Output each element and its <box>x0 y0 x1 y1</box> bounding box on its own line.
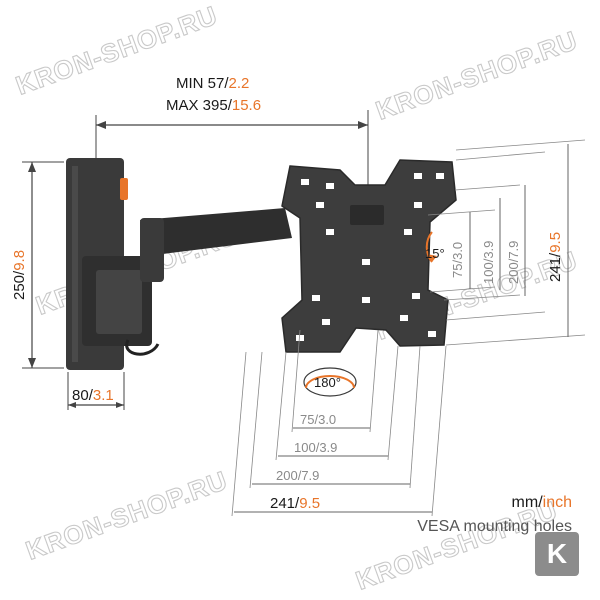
unit-mm: mm/ <box>511 494 543 511</box>
vesa-v-241: 241/9.5 <box>547 232 564 282</box>
vesa-hole <box>362 259 370 265</box>
vesa-hole <box>436 173 444 179</box>
swivel-indicator: 180° <box>303 367 357 397</box>
vesa-v-100: 100/3.9 <box>481 241 496 284</box>
vesa-caption: VESA mounting holes <box>417 518 572 535</box>
vesa-hole <box>316 202 324 208</box>
vesa-v-75: 75/3.0 <box>450 242 465 278</box>
vesa-h-100: 100/3.9 <box>294 440 337 455</box>
vesa-hole <box>428 331 436 337</box>
unit-inch: inch <box>542 494 572 511</box>
vesa-vertical-dimensions: 75/3.0 100/3.9 200/7.9 241/9.5 <box>427 139 586 346</box>
unit-legend: mm/inch <box>512 494 572 512</box>
vesa-hole <box>326 183 334 189</box>
vesa-hole <box>312 295 320 301</box>
vesa-holes <box>296 173 444 341</box>
vesa-hole <box>362 297 370 303</box>
vesa-h-241: 241/9.5 <box>270 495 320 512</box>
width-dimension: 80/3.1 <box>67 372 125 410</box>
vesa-hole <box>322 319 330 325</box>
vesa-hole <box>412 293 420 299</box>
vesa-hole <box>326 229 334 235</box>
swivel-arm <box>82 208 292 356</box>
height-dimension: 250/9.8 <box>11 161 64 369</box>
vesa-h-200: 200/7.9 <box>276 468 319 483</box>
vesa-hole <box>414 173 422 179</box>
shop-badge: K <box>535 532 579 576</box>
tilt-indicator: 15° <box>425 231 445 263</box>
watermark-text: KRON-SHOP.RU <box>22 465 232 566</box>
swivel-label: 180° <box>314 375 341 390</box>
watermark-text: KRON-SHOP.RU <box>372 25 582 126</box>
vesa-hole <box>301 179 309 185</box>
vesa-hole <box>296 335 304 341</box>
vesa-hole <box>404 229 412 235</box>
tilt-lock <box>350 205 384 225</box>
max-extension-label: MAX 395/15.6 <box>166 97 261 114</box>
height-label: 250/9.8 <box>11 250 28 300</box>
width-label: 80/3.1 <box>72 387 114 404</box>
vesa-plate <box>281 159 457 353</box>
vesa-hole <box>400 315 408 321</box>
vesa-hole <box>414 202 422 208</box>
vesa-v-200: 200/7.9 <box>506 241 521 284</box>
min-extension-label: MIN 57/2.2 <box>176 75 249 92</box>
vesa-h-75: 75/3.0 <box>300 412 336 427</box>
accent-tab <box>120 178 128 200</box>
vesa-horizontal-dimensions: 75/3.0 100/3.9 200/7.9 241/9.5 <box>231 329 447 517</box>
tilt-label: 15° <box>425 246 445 261</box>
extension-dimension: MIN 57/2.2 MAX 395/15.6 <box>95 75 369 185</box>
